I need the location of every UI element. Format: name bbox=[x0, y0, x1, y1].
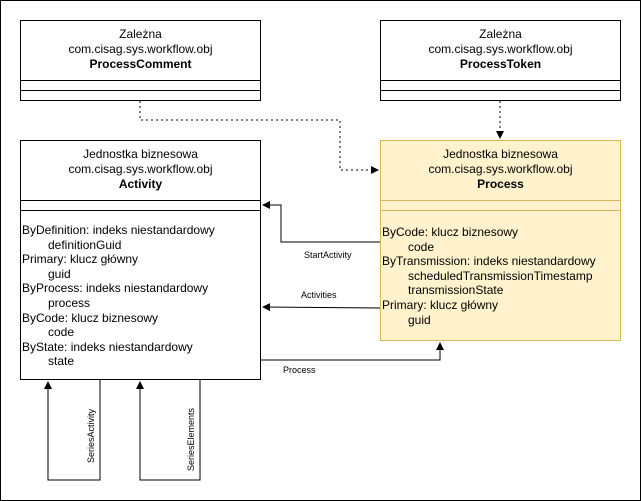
edge-label-start-activity: StartActivity bbox=[304, 250, 352, 260]
edge-label-activities: Activities bbox=[301, 290, 337, 300]
attribute-key: ByCode: klucz biznesowy bbox=[382, 225, 519, 239]
attribute-key: ByDefinition: indeks niestandardowy bbox=[22, 223, 215, 237]
edge-label-process: Process bbox=[283, 365, 316, 375]
edge-series-activity bbox=[44, 380, 101, 481]
stereotype: Zależna bbox=[119, 27, 162, 41]
separator bbox=[381, 200, 620, 201]
attribute-key: ByState: indeks niestandardowy bbox=[22, 339, 193, 354]
separator bbox=[21, 90, 260, 91]
stereotype: Zależna bbox=[479, 27, 522, 41]
separator bbox=[381, 80, 620, 81]
stereotype: Jednostka biznesowa bbox=[443, 147, 558, 161]
separator bbox=[21, 80, 260, 81]
attribute-field: scheduledTransmissionTimestamp bbox=[408, 268, 593, 283]
attribute-key: ByCode: klucz biznesowy bbox=[22, 310, 159, 325]
separator bbox=[381, 210, 620, 211]
attribute-field: transmissionState bbox=[408, 283, 504, 298]
class-process[interactable]: Jednostka biznesowa com.cisag.sys.workfl… bbox=[380, 140, 621, 341]
separator bbox=[381, 90, 620, 91]
attribute-field: code bbox=[48, 325, 75, 340]
attribute-field: process bbox=[48, 295, 91, 310]
attribute-field: state bbox=[48, 354, 75, 369]
attribute-key: ByProcess: indeks niestandardowy bbox=[22, 281, 209, 296]
edge-series-elements bbox=[136, 380, 201, 481]
edge-start-activity bbox=[262, 201, 380, 243]
attribute-field: guid bbox=[408, 312, 431, 327]
package: com.cisag.sys.workflow.obj bbox=[428, 42, 573, 56]
class-activity[interactable]: Jednostka biznesowa com.cisag.sys.workfl… bbox=[20, 140, 261, 380]
edge-label-series-activity: SeriesActivity bbox=[86, 408, 96, 463]
package: com.cisag.sys.workflow.obj bbox=[68, 162, 213, 176]
package: com.cisag.sys.workflow.obj bbox=[68, 42, 213, 56]
stereotype: Jednostka biznesowa bbox=[83, 147, 198, 161]
edge-process bbox=[261, 342, 444, 361]
class-name: ProcessToken bbox=[459, 57, 542, 71]
attribute-key: ByTransmission: indeks niestandardowy bbox=[382, 254, 596, 269]
attribute-key: Primary: klucz główny bbox=[382, 297, 499, 312]
attribute-field: code bbox=[408, 239, 435, 254]
edge-activities bbox=[262, 303, 381, 312]
class-process-token[interactable]: Zależna com.cisag.sys.workflow.obj Proce… bbox=[380, 20, 621, 101]
class-name: ProcessComment bbox=[89, 57, 192, 71]
class-name: Activity bbox=[118, 177, 163, 191]
class-name: Process bbox=[477, 177, 524, 191]
class-process-comment[interactable]: Zależna com.cisag.sys.workflow.obj Proce… bbox=[20, 20, 261, 101]
attribute-field: guid bbox=[48, 266, 71, 281]
separator bbox=[21, 200, 260, 201]
package: com.cisag.sys.workflow.obj bbox=[428, 162, 573, 176]
attribute-field: definitionGuid bbox=[48, 237, 122, 252]
edge-label-series-elements: SeriesElements bbox=[186, 407, 196, 471]
separator bbox=[21, 210, 260, 211]
edge-comment-to-process bbox=[139, 101, 379, 174]
attribute-key: Primary: klucz główny bbox=[22, 252, 139, 267]
